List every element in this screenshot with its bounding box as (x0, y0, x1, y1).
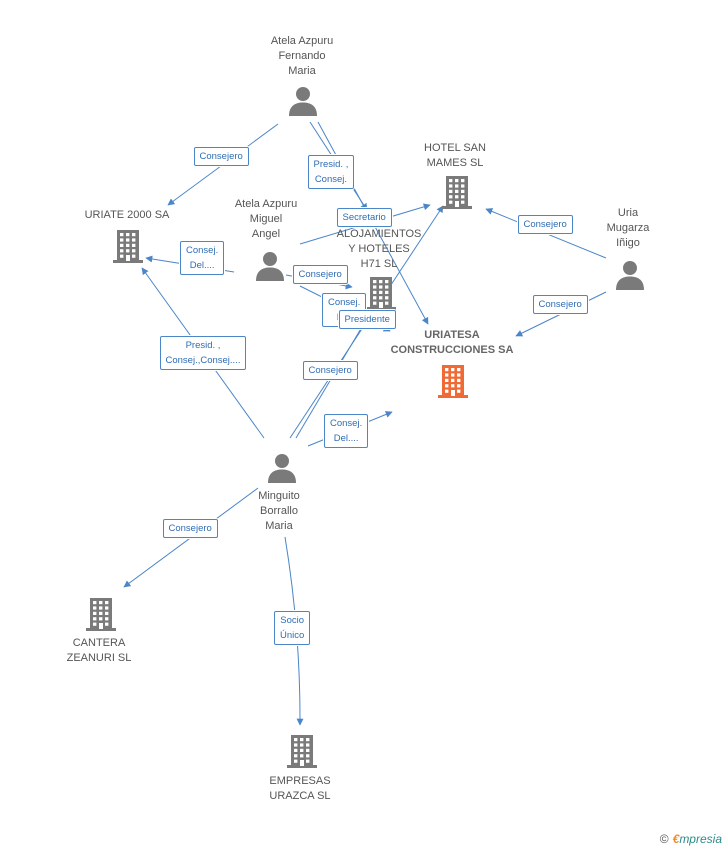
edge-minguito-cantera (123, 487, 259, 588)
building-icon (366, 277, 396, 310)
building-icon (113, 230, 143, 263)
edge-label-minguito-empresas[interactable]: Socio Único (274, 611, 311, 645)
node-label-miguel[interactable]: Atela Azpuru Miguel Angel (234, 198, 298, 240)
node-label-hotel[interactable]: HOTEL SAN MAMES SL (424, 142, 486, 169)
person-icon (289, 87, 317, 116)
edge-label-uria-hotel[interactable]: Consejero (517, 214, 573, 234)
node-label-uria[interactable]: Uria Mugarza Iñigo (606, 207, 650, 249)
empresia-logo-text: mpresia (679, 832, 722, 846)
person-icon (256, 252, 284, 281)
node-label-empresas[interactable]: EMPRESAS URAZCA SL (269, 775, 331, 802)
empresia-logo-initial: € (672, 832, 680, 846)
copyright-symbol: © (659, 832, 669, 846)
edge-label-fernando-alojamientos[interactable]: Presid. , Consej. (307, 155, 355, 189)
edge-label-miguel-alojamientos[interactable]: Consejero (292, 264, 348, 284)
building-icon (442, 176, 472, 209)
edge-label-minguito-hotel[interactable]: Presidente (338, 309, 396, 329)
building-icon (86, 598, 116, 631)
node-label-alojamientos[interactable]: ALOJAMIENTOS Y HOTELES H71 SL (336, 228, 422, 270)
empresia-credit[interactable]: ©€mpresia (660, 832, 722, 846)
edge-label-minguito-uriate[interactable]: Presid. , Consej.,Consej.... (159, 336, 247, 370)
node-label-uriate[interactable]: URIATE 2000 SA (84, 209, 170, 221)
edge-label-fernando-uriate[interactable]: Consejero (193, 146, 249, 166)
edge-uria-hotel (485, 208, 607, 259)
node-label-uriatesa[interactable]: URIATESA CONSTRUCCIONES SA (390, 329, 514, 356)
edge-label-uria-uriatesa[interactable]: Consejero (532, 294, 588, 314)
node-label-minguito[interactable]: Minguito Borrallo Maria (258, 490, 300, 532)
node-label-cantera[interactable]: CANTERA ZEANURI SL (66, 637, 132, 664)
building-icon (438, 365, 468, 398)
edge-uria-uriatesa (515, 291, 607, 337)
edge-label-minguito-uriatesa[interactable]: Consej. Del.... (324, 414, 369, 448)
edge-label-miguel-uriate[interactable]: Consej. Del.... (180, 241, 225, 275)
edge-label-fernando-uriatesa[interactable]: Secretario (336, 207, 392, 227)
node-label-fernando[interactable]: Atela Azpuru Fernando Maria (270, 35, 334, 77)
building-icon (287, 735, 317, 768)
person-icon (268, 454, 296, 483)
edge-label-minguito-alojamientos[interactable]: Consejero (302, 360, 358, 380)
edge-label-minguito-cantera[interactable]: Consejero (162, 518, 218, 538)
person-icon (616, 261, 644, 290)
